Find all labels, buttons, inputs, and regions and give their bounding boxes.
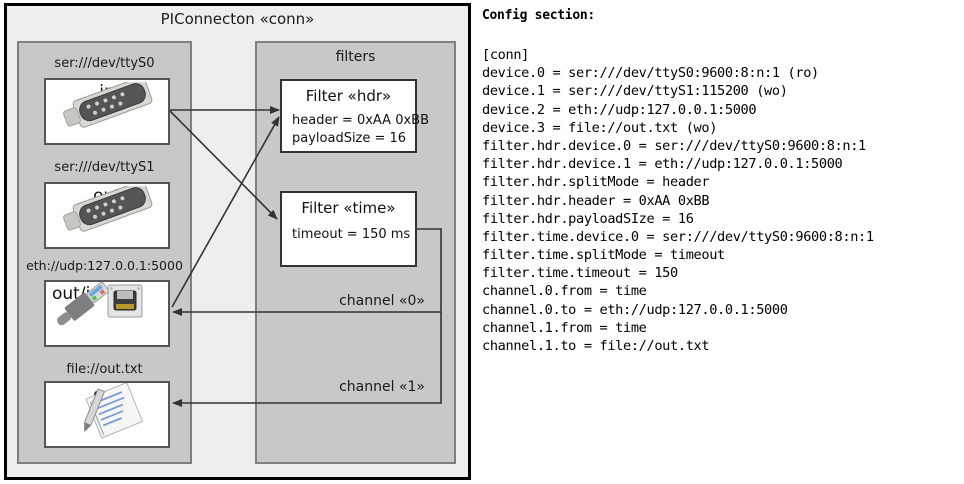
config-lines: [conn] device.0 = ser:///dev/ttyS0:9600:8…: [482, 46, 874, 355]
config-line: filter.time.device.0 = ser:///dev/ttyS0:…: [482, 228, 874, 245]
filter-title-time: Filter «time»: [301, 199, 396, 217]
config-line: channel.0.from = time: [482, 283, 647, 300]
config-line: filter.hdr.device.1 = eth://udp:127.0.0.…: [482, 156, 843, 173]
serial-port-icon: [63, 186, 153, 232]
filter-title-hdr: Filter «hdr»: [305, 87, 392, 105]
device-label-ttys1: ser:///dev/ttyS1: [54, 160, 155, 175]
filter-prop-time-timeout: timeout = 150 ms: [292, 227, 411, 242]
filter-card-time[interactable]: Filter «time» timeout = 150 ms: [280, 191, 417, 267]
device-label-eth: eth://udp:127.0.0.1:5000: [26, 258, 183, 273]
text-file-icon: [84, 383, 144, 439]
config-line: filter.hdr.splitMode = header: [482, 174, 710, 191]
device-card-ttys1[interactable]: out: [44, 182, 170, 249]
config-line: device.2 = eth://udp:127.0.0.1:5000: [482, 101, 757, 118]
device-card-file[interactable]: out: [44, 381, 170, 448]
channel-label-1: channel «1»: [339, 379, 425, 395]
ethernet-plug-icon: [57, 282, 143, 326]
config-line: filter.time.splitMode = timeout: [482, 247, 725, 264]
config-line: filter.hdr.header = 0xAA 0xBB: [482, 192, 710, 209]
config-line: channel.0.to = eth://udp:127.0.0.1:5000: [482, 301, 788, 318]
config-line: filter.time.timeout = 150: [482, 265, 678, 282]
filter-prop-hdr-payloadsize: payloadSize = 16: [292, 131, 407, 146]
device-card-ttys0[interactable]: in: [44, 78, 170, 145]
filters-panel-title: filters: [335, 49, 376, 65]
filter-prop-hdr-header: header = 0xAA 0xBB: [292, 113, 430, 128]
config-line: device.1 = ser:///dev/ttyS1:115200 (wo): [482, 83, 788, 100]
config-line: [conn]: [482, 47, 530, 63]
channel-label-0: channel «0»: [339, 293, 425, 309]
serial-port-icon: [63, 82, 153, 128]
page-title: PIConnecton «conn»: [160, 10, 315, 28]
config-line: device.3 = file://out.txt (wo): [482, 119, 718, 136]
device-card-eth[interactable]: out/in: [44, 280, 170, 347]
config-line: filter.hdr.device.0 = ser:///dev/ttyS0:9…: [482, 137, 866, 154]
config-line: device.0 = ser:///dev/ttyS0:9600:8:n:1 (…: [482, 65, 819, 82]
config-line: channel.1.from = time: [482, 319, 647, 336]
config-heading: Config section:: [482, 8, 595, 23]
config-line: channel.1.to = file://out.txt: [482, 338, 710, 354]
config-pane: Config section: [conn] device.0 = ser:///…: [482, 0, 964, 484]
device-label-ttys0: ser:///dev/ttyS0: [54, 56, 155, 71]
device-label-file: file://out.txt: [66, 362, 143, 377]
config-line: filter.hdr.payloadSIze = 16: [482, 210, 694, 227]
filter-card-hdr[interactable]: Filter «hdr» header = 0xAA 0xBB payloadS…: [280, 79, 429, 153]
